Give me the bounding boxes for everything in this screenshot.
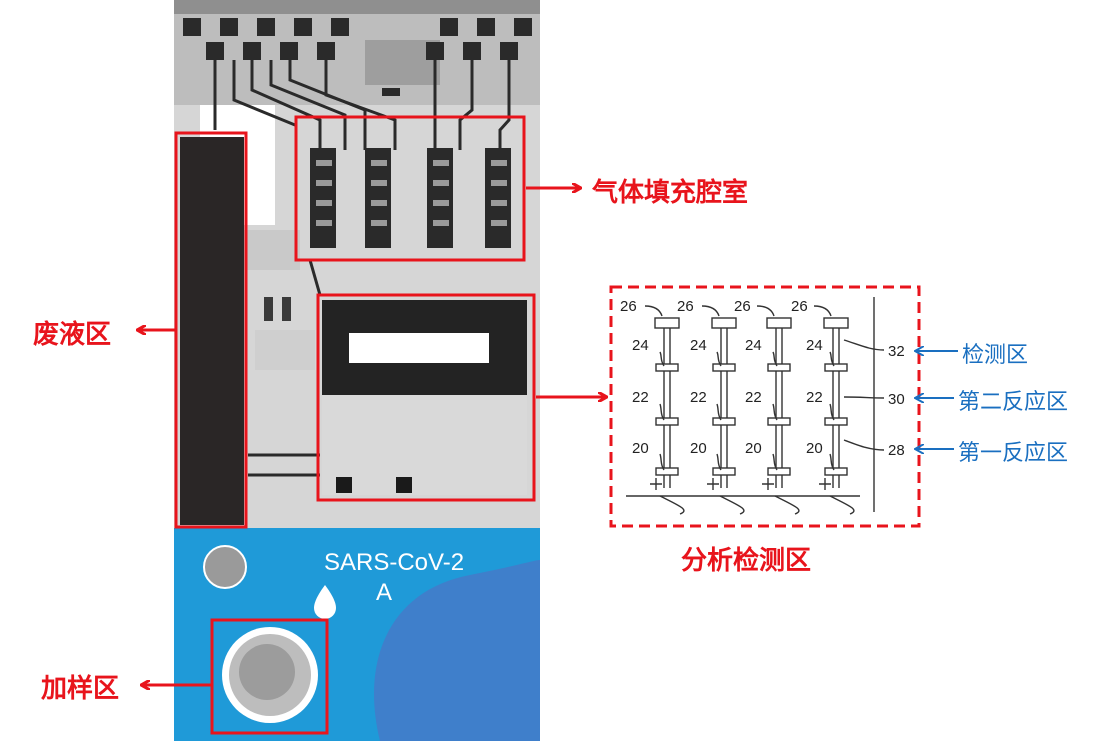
- num-20-d: 20: [806, 440, 823, 457]
- num-26-a: 26: [620, 298, 637, 315]
- num-22-a: 22: [632, 389, 649, 406]
- num-22-b: 22: [690, 389, 707, 406]
- brand-line2: A: [376, 579, 392, 606]
- channel-3: [762, 317, 792, 490]
- gas-chamber-label: 气体填充腔室: [592, 178, 749, 208]
- num-26-c: 26: [734, 298, 751, 315]
- num-24-b: 24: [690, 337, 707, 354]
- device-base: [174, 528, 540, 741]
- gas-chamber-box: [294, 115, 526, 262]
- detail-figure: [626, 297, 885, 515]
- num-30: 30: [888, 391, 905, 408]
- num-26-b: 26: [677, 298, 694, 315]
- brand-line1: SARS-CoV-2: [324, 549, 464, 576]
- num-20-a: 20: [632, 440, 649, 457]
- connector-pads: [183, 18, 532, 96]
- gas-chamber-electrodes: [310, 148, 511, 248]
- num-20-b: 20: [690, 440, 707, 457]
- analysis-zone-label: 分析检测区: [681, 546, 812, 576]
- device-photo: [174, 0, 540, 741]
- num-22-c: 22: [745, 389, 762, 406]
- analysis-chamber: [322, 300, 527, 495]
- channel-1: [650, 317, 680, 490]
- vent-hole: [203, 545, 247, 589]
- num-24-a: 24: [632, 337, 649, 354]
- analysis-box: [316, 293, 536, 502]
- red-arrows: [138, 188, 606, 685]
- channel-4: [819, 317, 849, 490]
- num-28: 28: [888, 442, 905, 459]
- blue-arrows: [916, 351, 958, 449]
- detail-numbers: 26 26 26 26 24 24 24 24 22 22 22 22 20 2…: [620, 298, 905, 459]
- num-32: 32: [888, 343, 905, 360]
- num-20-c: 20: [745, 440, 762, 457]
- num-22-d: 22: [806, 389, 823, 406]
- detection-zone-label: 检测区: [962, 343, 1029, 368]
- electrode-traces: [213, 60, 511, 477]
- second-reaction-zone-label: 第二反应区: [958, 390, 1069, 415]
- waste-strip: [180, 137, 244, 525]
- channel-2: [707, 317, 737, 490]
- num-24-c: 24: [745, 337, 762, 354]
- waste-zone-label: 废液区: [33, 320, 112, 350]
- detail-box: [609, 285, 921, 528]
- num-24-d: 24: [806, 337, 823, 354]
- sample-zone-box: [210, 618, 329, 735]
- droplet-icon: [314, 585, 336, 619]
- sample-zone-label: 加样区: [41, 674, 120, 704]
- first-reaction-zone-label: 第一反应区: [958, 441, 1069, 466]
- num-26-d: 26: [791, 298, 808, 315]
